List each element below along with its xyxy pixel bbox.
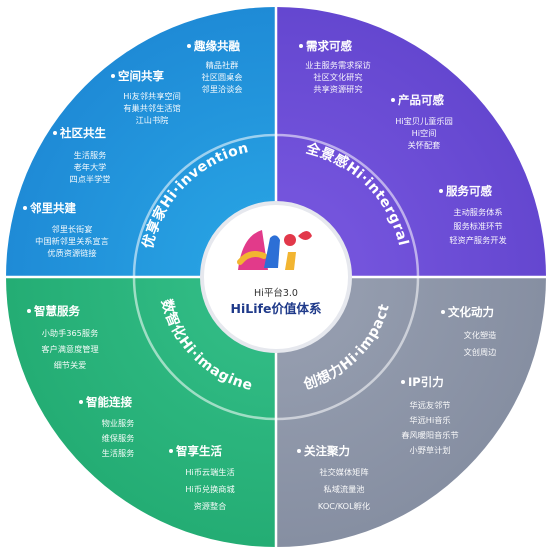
quadrant-bottom-right (276, 277, 546, 547)
group-title: 空间共享 (118, 69, 164, 83)
group-title: 社区共生 (59, 126, 106, 140)
group-item: 邻里长街宴 (52, 224, 93, 234)
group-guan-zhu-ju-li: 关注聚力 社交媒体矩阵 私域流量池 KOC/KOL孵化 (304, 444, 370, 511)
group-chan-pin-ke-gan: 产品可感 Hi宝贝儿童乐园 Hi空间 关怀配套 (395, 93, 453, 150)
group-item: 小助手365服务 (42, 328, 99, 338)
group-item: KOC/KOL孵化 (318, 501, 370, 511)
group-title: 文化动力 (448, 305, 494, 319)
group-item: 主动服务体系 (453, 207, 502, 217)
group-item: Hi宝贝儿童乐园 (395, 116, 453, 126)
group-item: 中国新邻里关系宣言 (35, 236, 109, 246)
group-title: 邻里共建 (29, 201, 76, 215)
group-item: 共享资源研究 (313, 84, 362, 94)
group-item: 社区文化研究 (313, 72, 362, 82)
group-item: 精品社群 (206, 60, 239, 70)
group-item: 春风暖阳音乐节 (401, 430, 458, 440)
group-title: 趣缘共融 (193, 39, 240, 53)
hi-logo-icon (237, 230, 312, 270)
group-item: 小野草计划 (410, 445, 451, 455)
group-zhi-xiang-sheng-huo: 智享生活 Hi币云端生活 Hi币兑换商城 资源整合 (176, 444, 235, 511)
group-item: 社交媒体矩阵 (319, 467, 368, 477)
center-version: Hi平台3.0 (254, 287, 298, 299)
group-item: 物业服务 (102, 418, 135, 428)
group-item: Hi友邻共享空间 (123, 91, 181, 101)
group-item: 细节关爱 (54, 360, 87, 370)
group-title: 智享生活 (176, 444, 222, 458)
center-disc (200, 201, 352, 353)
group-title: 服务可感 (446, 184, 492, 198)
group-item: 生活服务 (74, 150, 107, 160)
group-title: 需求可感 (306, 39, 352, 53)
group-item: 优质资源链接 (47, 248, 96, 258)
group-item: 资源整合 (194, 501, 227, 511)
inner-ring (132, 133, 420, 421)
center-title: HiLife价值体系 (231, 301, 322, 316)
group-item: 邻里洽谈会 (202, 84, 243, 94)
group-she-qu-gong-sheng: 社区共生 生活服务 老年大学 四点半学堂 (59, 126, 110, 184)
group-title: 关注聚力 (304, 444, 350, 458)
group-item: Hi币兑换商城 (185, 484, 234, 494)
group-xu-qiu-ke-gan: 需求可感 业主服务需求探访 社区文化研究 共享资源研究 (305, 39, 371, 94)
group-title: 智慧服务 (34, 304, 80, 318)
quadrant-top-right (276, 7, 546, 277)
bullet-dots (23, 44, 445, 453)
group-item: Hi币云端生活 (185, 467, 234, 477)
group-item: 社区圆桌会 (202, 72, 243, 82)
group-item: 关怀配套 (408, 140, 441, 150)
group-item: 生活服务 (102, 448, 135, 458)
group-item: Hi空间 (412, 128, 437, 138)
group-item: 业主服务需求探访 (305, 60, 371, 70)
group-item: 轻资产服务开发 (449, 235, 506, 245)
group-item: 文创周边 (464, 347, 497, 357)
group-item: 有巢共邻生活馆 (123, 103, 180, 113)
group-kong-jian-gong-xiang: 空间共享 Hi友邻共享空间 有巢共邻生活馆 江山书院 (118, 69, 181, 125)
group-item: 文化塑造 (464, 330, 497, 340)
group-zhi-neng-lian-jie: 智能连接 物业服务 维保服务 生活服务 (86, 395, 134, 458)
group-fu-wu-ke-gan: 服务可感 主动服务体系 服务标准环节 轻资产服务开发 (446, 184, 507, 245)
group-title: 智能连接 (86, 395, 132, 409)
group-item: 私域流量池 (324, 484, 365, 494)
group-item: 华远Hi音乐 (409, 415, 450, 425)
quadrant-top-left (6, 7, 276, 277)
group-item: 客户满意度管理 (41, 344, 98, 354)
group-ip-yin-li: IP引力 华远友邻节 华远Hi音乐 春风暖阳音乐节 小野草计划 (401, 375, 458, 455)
group-item: 四点半学堂 (70, 174, 111, 184)
group-item: 服务标准环节 (453, 221, 502, 231)
group-title: IP引力 (408, 375, 444, 389)
group-item: 华远友邻节 (410, 400, 451, 410)
group-title: 产品可感 (398, 93, 444, 107)
group-item: 江山书院 (136, 115, 169, 125)
group-zhi-hui-fu-wu: 智慧服务 小助手365服务 客户满意度管理 细节关爱 (34, 304, 99, 370)
group-item: 维保服务 (102, 433, 135, 443)
group-item: 老年大学 (74, 162, 107, 172)
group-lin-li-gong-jian: 邻里共建 邻里长街宴 中国新邻里关系宣言 优质资源链接 (29, 201, 109, 258)
group-qu-yuan-gong-rong: 趣缘共融 精品社群 社区圆桌会 邻里洽谈会 (193, 39, 242, 94)
quadrant-bottom-left (6, 277, 276, 547)
group-wen-hua-dong-li: 文化动力 文化塑造 文创周边 (448, 305, 496, 357)
